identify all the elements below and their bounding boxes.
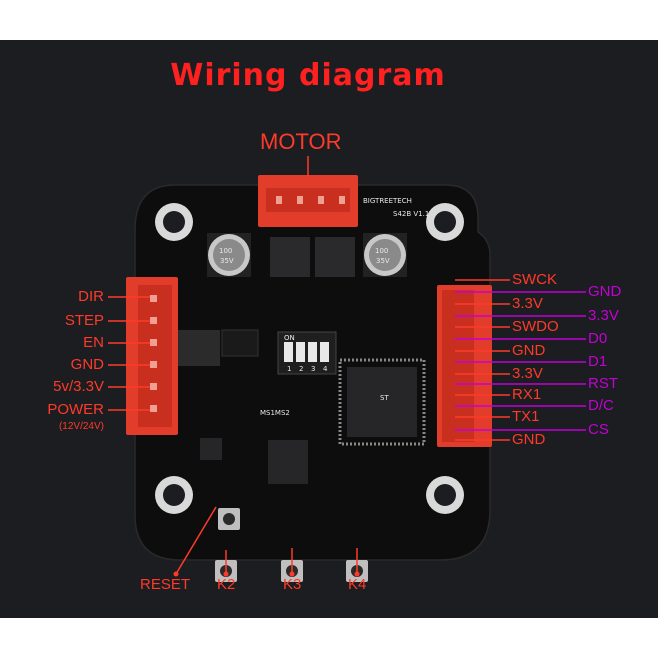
cap-left-value: 100 (219, 247, 232, 255)
callout-endpoints (173, 571, 360, 577)
oled-pin-gnd: GND (588, 283, 622, 300)
left-pin-dir: DIR (78, 288, 104, 305)
callout-lines-left (108, 296, 150, 411)
oled-pin-dc: D/C (588, 397, 614, 414)
left-pin-en: EN (83, 334, 104, 351)
dip-switch (277, 331, 337, 375)
right-connector (437, 285, 492, 447)
driver-ic-2 (315, 237, 355, 277)
mcu-chip: ST (338, 358, 426, 446)
left-pin-power: POWER (47, 401, 104, 418)
left-pin-5v-3v3: 5v/3.3V (53, 378, 104, 395)
right-pin-3v3-b: 3.3V (512, 365, 543, 382)
capacitor-right (363, 233, 407, 277)
right-pin-tx1: TX1 (512, 408, 540, 425)
cap-right-value: 100 (375, 247, 388, 255)
right-pin-rx1: RX1 (512, 386, 542, 403)
motor-label: MOTOR (260, 129, 342, 154)
button-reset (218, 508, 240, 530)
dip-num-4: 4 (323, 365, 328, 373)
power-voltage-note: (12V/24V) (58, 421, 104, 432)
capacitor-left (207, 233, 251, 277)
regulator (221, 329, 259, 357)
small-ic (200, 438, 222, 460)
mounting-holes (155, 203, 464, 514)
button-label-k4: K4 (348, 576, 367, 593)
inductor (178, 330, 220, 366)
left-connector-pins (150, 295, 157, 412)
oled-pin-cs: CS (588, 421, 609, 438)
callout-lines-bottom (175, 506, 358, 575)
oled-pin-d1: D1 (588, 353, 608, 370)
oled-pin-d0: D0 (588, 330, 608, 347)
encoder-ic (268, 440, 308, 484)
ms-label: MS1MS2 (260, 409, 290, 417)
board-version: S42B V1.1 (393, 210, 429, 218)
cap-left-voltage: 35V (220, 257, 234, 265)
button-label-reset: RESET (140, 576, 191, 593)
right-pin-3v3-a: 3.3V (512, 295, 543, 312)
callout-lines-right-magenta (455, 291, 586, 431)
motor-connector (258, 175, 358, 227)
svg-text:ST: ST (380, 394, 389, 402)
right-pin-swck: SWCK (512, 271, 557, 288)
board-illustration: ST (108, 156, 586, 582)
diagram-canvas: Wiring diagram (0, 40, 658, 618)
oled-pin-rst: RST (588, 375, 618, 392)
dip-on: ON (284, 334, 295, 342)
left-connector (126, 277, 178, 435)
dip-num-3: 3 (311, 365, 315, 373)
driver-ic-1 (270, 237, 310, 277)
dip-num-1: 1 (287, 365, 291, 373)
oled-pin-3v3: 3.3V (588, 307, 619, 324)
cap-right-voltage: 35V (376, 257, 390, 265)
diagram-title: Wiring diagram (170, 58, 446, 93)
right-pin-gnd-a: GND (512, 342, 546, 359)
right-pin-swdo: SWDO (512, 318, 559, 335)
dip-num-2: 2 (299, 365, 303, 373)
left-pin-gnd: GND (70, 356, 104, 373)
board-brand: BIGTREETECH (363, 197, 412, 205)
callout-lines-right-red (455, 279, 510, 441)
button-label-k2: K2 (217, 576, 236, 593)
left-pin-step: STEP (64, 312, 104, 329)
button-label-k3: K3 (283, 576, 302, 593)
right-pin-gnd-b: GND (512, 431, 546, 448)
